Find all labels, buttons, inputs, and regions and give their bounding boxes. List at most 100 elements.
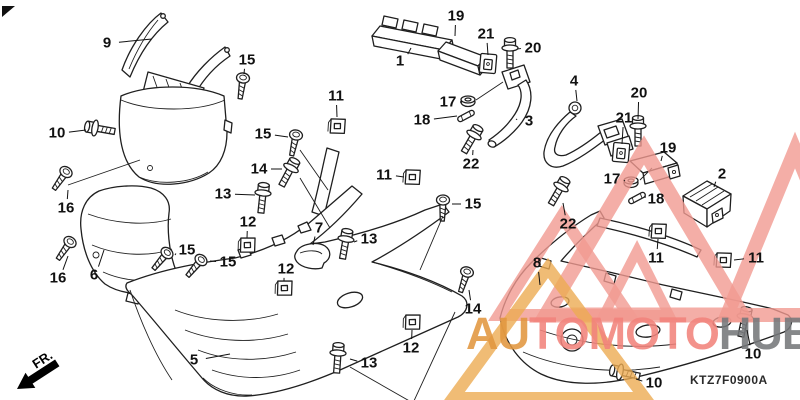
part-number-13: 13 <box>361 231 378 248</box>
part-number-18: 18 <box>648 191 665 208</box>
leader-line <box>312 236 316 246</box>
part-number-21: 21 <box>616 110 633 127</box>
leader-line <box>656 238 659 250</box>
leader-line <box>97 249 105 267</box>
part-number-18: 18 <box>414 112 431 129</box>
part-number-12: 12 <box>278 261 295 278</box>
part-number-15: 15 <box>220 254 237 271</box>
leader-line <box>468 289 472 301</box>
bolt-22 <box>543 173 574 209</box>
part-number-20: 20 <box>525 40 542 57</box>
leader-line <box>118 38 153 43</box>
part-number-10: 10 <box>646 375 663 392</box>
part-number-7: 7 <box>315 220 323 237</box>
bolt-14 <box>273 154 304 191</box>
watermark-logo <box>444 131 800 400</box>
bolt-10 <box>82 117 117 141</box>
part-number-19: 19 <box>448 8 465 25</box>
leader-line <box>209 260 217 262</box>
part-3-bracket <box>487 64 532 148</box>
part-number-15: 15 <box>465 196 482 213</box>
part-number-12: 12 <box>403 340 420 357</box>
part-number-10: 10 <box>49 125 66 142</box>
screw-16 <box>51 233 79 264</box>
leader-line <box>538 271 541 286</box>
screw-15 <box>232 71 251 101</box>
part-number-4: 4 <box>570 73 579 90</box>
page-corner-mark <box>2 6 15 17</box>
part-number-14: 14 <box>251 161 268 178</box>
leader-line <box>746 329 751 346</box>
bolt-22 <box>456 121 487 157</box>
part-number-2: 2 <box>718 166 726 183</box>
part-number-13: 13 <box>361 355 378 372</box>
part-number-22: 22 <box>463 156 480 173</box>
leader-line <box>395 175 405 178</box>
screw-15 <box>284 128 305 158</box>
pin-18 <box>456 108 476 124</box>
leader-line <box>575 89 578 102</box>
leader-line <box>234 193 256 196</box>
screw-16 <box>47 163 75 194</box>
leader-line <box>562 202 566 216</box>
leader-line <box>637 101 640 120</box>
bolt-13 <box>252 181 273 215</box>
leader-line <box>486 42 489 56</box>
leader-line <box>660 155 663 162</box>
watermark-text: AUTOMOTOHUB <box>466 308 800 359</box>
part-number-11: 11 <box>648 250 664 267</box>
part-number-13: 13 <box>215 186 232 203</box>
part-number-22: 22 <box>560 216 577 233</box>
front-direction-marker: FR. <box>17 348 60 389</box>
leader-line <box>353 240 358 243</box>
bolt-20 <box>501 36 519 69</box>
part-number-11: 11 <box>376 167 392 184</box>
leader-line <box>274 134 289 138</box>
leader-line <box>433 115 458 120</box>
leader-line <box>621 126 624 145</box>
nut-17 <box>460 95 476 108</box>
leader-line <box>205 353 231 360</box>
leader-line <box>66 189 69 200</box>
clip-21 <box>478 52 498 75</box>
part-number-10: 10 <box>745 346 762 363</box>
leader-line <box>733 258 745 261</box>
part-number-21: 21 <box>478 26 495 43</box>
part-number-11: 11 <box>328 88 344 105</box>
leader-line <box>174 253 177 256</box>
leader-line <box>635 378 643 382</box>
part-2-step-rubber <box>682 180 732 228</box>
part-number-17: 17 <box>440 94 457 111</box>
part-number-17: 17 <box>604 171 621 188</box>
screw-14 <box>453 264 476 295</box>
clip-11 <box>401 166 423 188</box>
part-number-6: 6 <box>90 267 98 284</box>
clip-12 <box>236 235 258 255</box>
leader-line <box>515 118 518 121</box>
diagram-code: KTZ7F0900A <box>690 373 768 387</box>
assembly-lines <box>67 81 653 400</box>
leader-line <box>407 47 412 55</box>
leader-line <box>62 255 69 270</box>
part-number-15: 15 <box>239 52 256 69</box>
part-number-1: 1 <box>396 53 404 70</box>
part-number-11: 11 <box>748 250 764 267</box>
part-number-14: 14 <box>465 301 482 318</box>
part-number-15: 15 <box>179 242 196 259</box>
part-number-5: 5 <box>190 352 198 369</box>
part-number-16: 16 <box>50 270 67 287</box>
pin-18 <box>627 190 647 206</box>
part-7-floor-pad <box>294 242 331 270</box>
part-number-19: 19 <box>660 140 677 157</box>
part-number-12: 12 <box>240 214 257 231</box>
part-number-20: 20 <box>631 85 648 102</box>
part-number-8: 8 <box>533 255 541 272</box>
leader-line <box>68 129 87 133</box>
clip-11 <box>326 115 348 137</box>
part-number-15: 15 <box>255 126 272 143</box>
fr-arrow-icon <box>17 359 60 389</box>
part-number-16: 16 <box>58 200 75 217</box>
part-5-floor-panel <box>125 147 468 397</box>
